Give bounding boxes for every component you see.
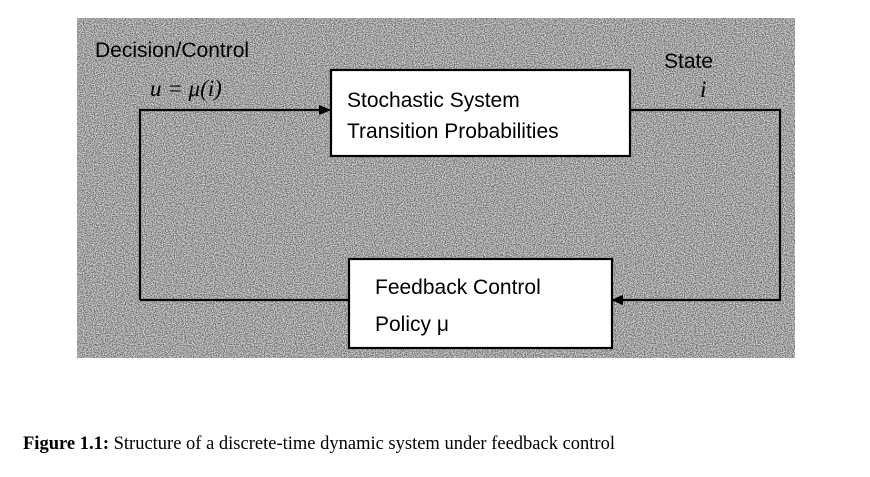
- figure-caption: Figure 1.1: Structure of a discrete-time…: [23, 434, 863, 455]
- stochastic-system-box: [329, 68, 632, 158]
- feedback-policy-box: [347, 257, 614, 350]
- system-box-line1: Stochastic System: [347, 89, 520, 112]
- caption-text: Structure of a discrete-time dynamic sys…: [113, 434, 615, 454]
- control-law-label: u = μ(i): [150, 76, 222, 101]
- caption-label: Figure 1.1:: [23, 434, 109, 454]
- feedback-control-diagram: Stochastic System Transition Probabiliti…: [77, 18, 795, 358]
- state-variable-label: i: [700, 77, 706, 102]
- state-connector: [611, 108, 782, 305]
- policy-box-line2: Policy μ: [375, 313, 449, 336]
- system-box-line2: Transition Probabilities: [347, 120, 559, 143]
- decision-connector: [138, 105, 331, 300]
- policy-box-line1: Feedback Control: [375, 276, 541, 299]
- decision-control-label: Decision/Control: [95, 39, 249, 62]
- state-label: State: [664, 50, 713, 73]
